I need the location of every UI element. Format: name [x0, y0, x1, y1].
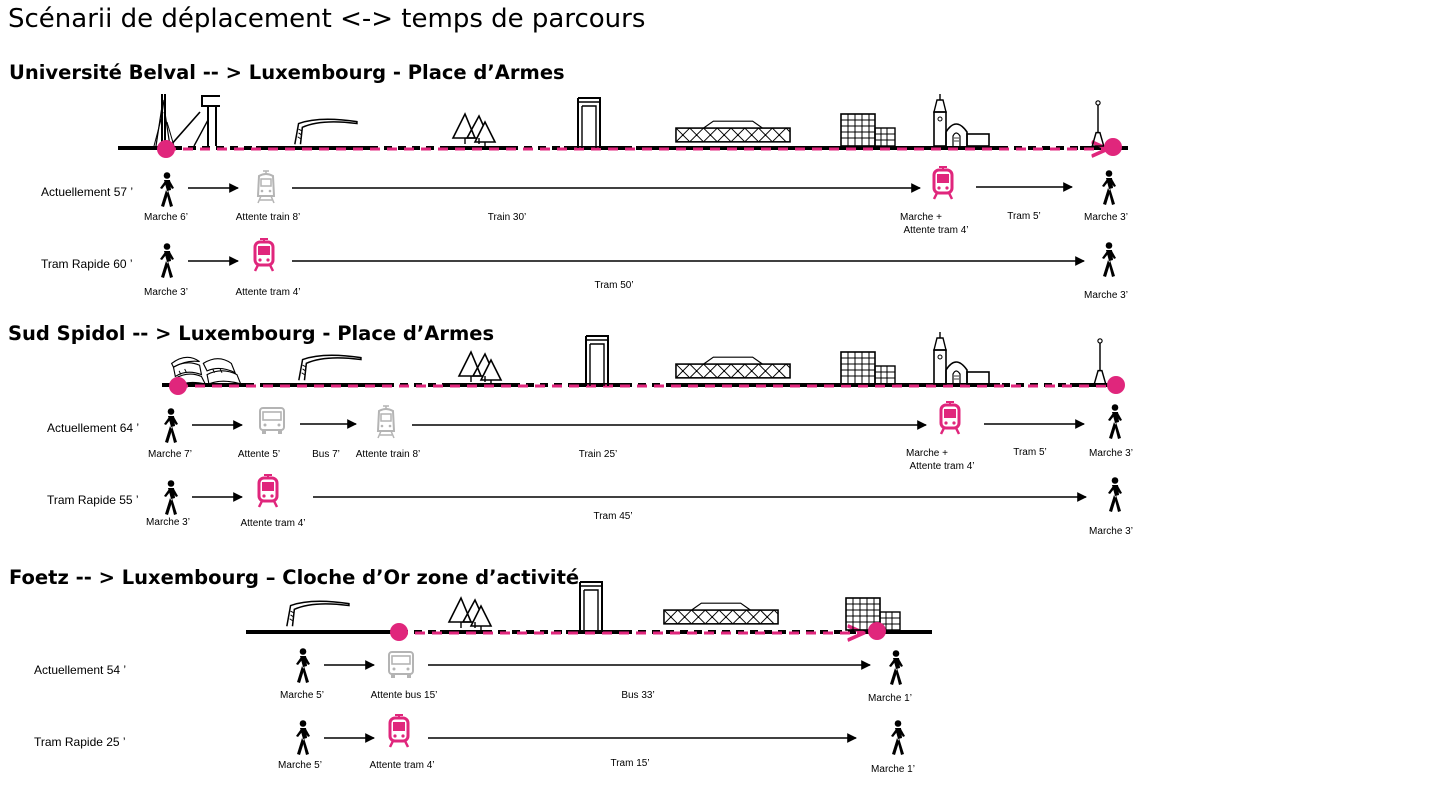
- office-building-landmark: [840, 351, 896, 385]
- walk-icon: [296, 720, 310, 755]
- step-label: Marche 7’: [148, 449, 192, 460]
- route-1-timeline: [118, 92, 1128, 158]
- train-icon: [377, 405, 395, 439]
- monument-landmark: [1091, 100, 1105, 147]
- step-label: Attente bus 15’: [370, 690, 438, 701]
- route-1-start-dot: [157, 140, 175, 158]
- tower-landmark: [579, 581, 603, 632]
- route-3-tram-row: [296, 714, 905, 755]
- walk-icon: [1102, 242, 1116, 277]
- step-label: Attente train 8’: [235, 212, 301, 223]
- route-2-current-row: [164, 401, 1122, 443]
- step-label: Tram 15’: [610, 758, 650, 769]
- step-label: Marche 3’: [144, 287, 188, 298]
- station-canopy-landmark: [285, 600, 350, 628]
- step-label: Attente tram 4’: [240, 518, 306, 529]
- tram-icon: [932, 166, 954, 200]
- walk-icon: [160, 243, 174, 278]
- route-1-tram-row: [160, 238, 1116, 278]
- bus-icon: [388, 651, 414, 679]
- church-landmark: [933, 331, 990, 385]
- step-label: Bus 7’: [312, 449, 340, 460]
- step-label: Attente tram 4’: [903, 225, 969, 236]
- route-1-current-label: Actuellement 57 ’: [41, 185, 134, 199]
- walk-icon: [160, 172, 174, 207]
- route-2-tram-row: [164, 474, 1122, 515]
- walk-icon: [1108, 404, 1122, 439]
- bridge-landmark: [675, 356, 791, 379]
- route-2-start-dot: [169, 377, 187, 395]
- station-canopy-landmark: [293, 118, 358, 146]
- office-building-landmark: [840, 113, 896, 147]
- step-label: Marche 5’: [278, 760, 322, 771]
- route-2-current-label: Actuellement 64 ’: [47, 421, 140, 435]
- step-label: Train 30’: [487, 212, 527, 223]
- step-label: Marche 3’: [146, 517, 190, 528]
- step-label: Marche 1’: [868, 693, 912, 704]
- forest-landmark: [458, 351, 502, 385]
- step-label: Attente tram 4’: [235, 287, 301, 298]
- bus-icon: [259, 407, 285, 435]
- step-label: Marche 3’: [1084, 290, 1128, 301]
- step-label: Tram 5’: [1013, 447, 1047, 458]
- step-label: Bus 33’: [621, 690, 655, 701]
- blast-furnace-landmark: [152, 92, 220, 148]
- step-label: Marche 1’: [871, 764, 915, 775]
- step-label: Marche 3’: [1084, 212, 1128, 223]
- route-3-start-dot: [390, 623, 408, 641]
- route-3-timeline: [246, 581, 932, 641]
- forest-landmark: [448, 597, 492, 631]
- route-1-title: Université Belval -- > Luxembourg - Plac…: [9, 61, 565, 84]
- step-label: Marche +: [906, 448, 948, 459]
- route-1-current-row: [160, 166, 1116, 207]
- station-canopy-landmark: [297, 354, 362, 382]
- tower-landmark: [585, 335, 609, 386]
- route-3-current-label: Actuellement 54 ’: [34, 663, 127, 677]
- tram-icon: [253, 238, 275, 272]
- step-label: Marche 6’: [144, 212, 188, 223]
- step-label: Tram 45’: [593, 511, 633, 522]
- step-label: Marche 5’: [280, 690, 324, 701]
- walk-icon: [1108, 477, 1122, 512]
- route-2-end-dot: [1107, 376, 1125, 394]
- route-3-current-row: [296, 648, 903, 685]
- church-landmark: [933, 93, 990, 147]
- step-label: Attente tram 4’: [369, 760, 435, 771]
- tram-icon: [257, 474, 279, 508]
- bridge-landmark: [663, 602, 779, 625]
- step-label: Marche 3’: [1089, 526, 1133, 537]
- walk-icon: [164, 480, 178, 515]
- route-3-end-dot: [868, 622, 886, 640]
- train-icon: [257, 170, 275, 204]
- walk-icon: [164, 408, 178, 443]
- route-1-end-dot: [1104, 138, 1122, 156]
- monument-landmark: [1093, 338, 1107, 385]
- walk-icon: [891, 720, 905, 755]
- step-label: Attente tram 4’: [909, 461, 975, 472]
- tower-landmark: [577, 97, 601, 148]
- route-3-tram-label: Tram Rapide 25 ’: [34, 735, 126, 749]
- tram-icon: [388, 714, 410, 748]
- step-label: Attente 5’: [237, 449, 281, 460]
- route-3-title: Foetz -- > Luxembourg – Cloche d’Or zone…: [9, 566, 580, 589]
- step-label: Attente train 8’: [355, 449, 421, 460]
- tram-icon: [939, 401, 961, 435]
- route-2-tram-label: Tram Rapide 55 ’: [47, 493, 139, 507]
- step-label: Marche 3’: [1089, 448, 1133, 459]
- bridge-landmark: [675, 120, 791, 143]
- forest-landmark: [452, 113, 496, 147]
- route-1-tram-label: Tram Rapide 60 ’: [41, 257, 133, 271]
- walk-icon: [296, 648, 310, 683]
- walk-icon: [1102, 170, 1116, 205]
- step-label: Tram 50’: [594, 280, 634, 291]
- route-2-title: Sud Spidol -- > Luxembourg - Place d’Arm…: [8, 322, 495, 345]
- route-2-timeline: [162, 331, 1125, 395]
- page-title: Scénarii de déplacement <-> temps de par…: [8, 4, 646, 34]
- step-label: Marche +: [900, 212, 942, 223]
- step-label: Tram 5’: [1007, 211, 1041, 222]
- step-label: Train 25’: [578, 449, 618, 460]
- walk-icon: [889, 650, 903, 685]
